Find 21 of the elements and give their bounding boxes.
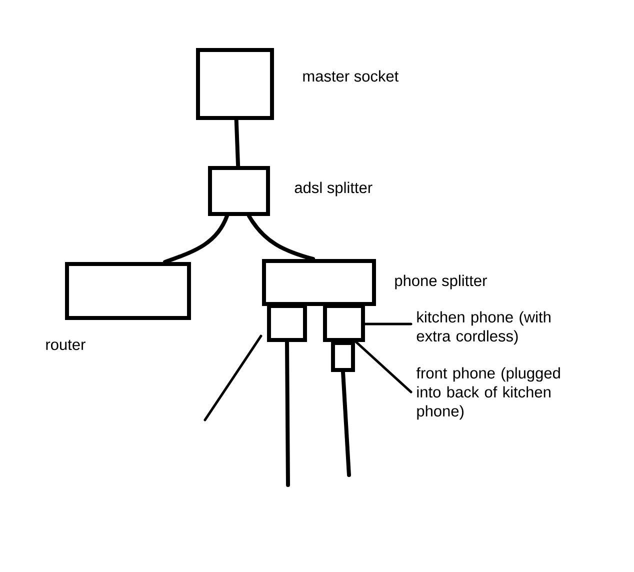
node-label: master socket bbox=[303, 70, 399, 82]
node-label: adsl splitter bbox=[294, 182, 372, 196]
plug-box bbox=[267, 304, 307, 342]
node-label: router bbox=[46, 340, 86, 350]
label-text: front phone (plugged into back of kitchen phone) bbox=[416, 367, 560, 420]
cable-line bbox=[234, 118, 240, 168]
node-label: phone splitter bbox=[395, 274, 487, 290]
plug-box bbox=[323, 304, 365, 342]
cable-line bbox=[341, 370, 351, 477]
device-box: master socket bbox=[196, 48, 399, 120]
cable-line bbox=[285, 340, 290, 487]
device-box: adsl splitter bbox=[208, 166, 372, 216]
device-box: phone splitter bbox=[262, 259, 487, 306]
cable-line bbox=[247, 214, 315, 261]
leader-line bbox=[204, 334, 262, 422]
leader-line bbox=[354, 340, 412, 394]
leader-line bbox=[364, 322, 412, 326]
cable-line bbox=[163, 214, 229, 264]
label-text: kitchen phone (with extra cordless) bbox=[416, 311, 550, 345]
plug-box bbox=[331, 341, 355, 372]
device-box: router bbox=[46, 262, 191, 350]
